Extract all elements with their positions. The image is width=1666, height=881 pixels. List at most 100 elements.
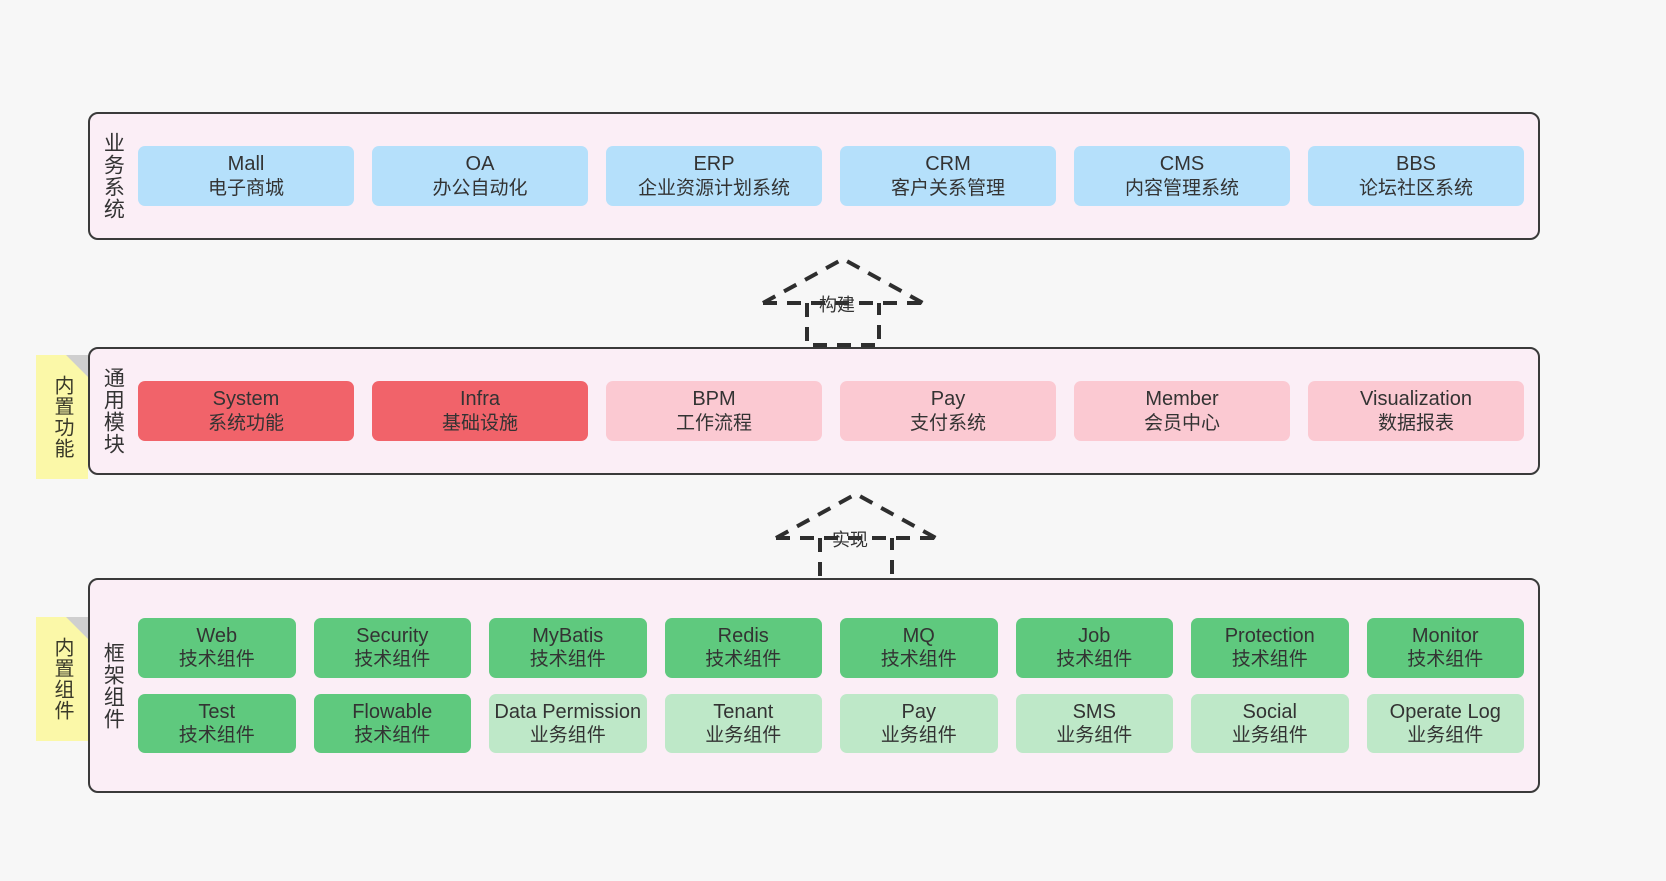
node-system[interactable]: System 系统功能: [138, 381, 354, 441]
node-title: SMS: [1072, 700, 1116, 723]
layer-title-general-modules: 通用模块: [101, 367, 125, 455]
node-subtitle: 业务组件: [1056, 724, 1133, 746]
node-title: Redis: [717, 624, 769, 647]
node-title: ERP: [693, 153, 735, 176]
node-mall[interactable]: Mall 电子商城: [138, 146, 354, 206]
node-subtitle: 技术组件: [178, 649, 255, 671]
node-subtitle: 电子商城: [207, 177, 284, 199]
node-operate-log[interactable]: Operate Log 业务组件: [1366, 693, 1524, 754]
node-test[interactable]: Test 技术组件: [138, 693, 296, 754]
note-fold-icon: [66, 617, 88, 639]
node-bbs[interactable]: BBS 论坛社区系统: [1308, 146, 1524, 206]
node-subtitle: 系统功能: [207, 412, 284, 434]
node-subtitle: 技术组件: [1231, 649, 1308, 671]
node-title: Tenant: [713, 700, 774, 723]
row: Web 技术组件 Security 技术组件 MyBatis 技术组件 Redi…: [138, 617, 1524, 678]
node-pay[interactable]: Pay 支付系统: [840, 381, 1056, 441]
node-title: Member: [1145, 388, 1219, 411]
layer-general-modules[interactable]: 通用模块 System 系统功能 Infra 基础设施 BPM 工作流程 Pay…: [88, 347, 1540, 475]
node-subtitle: 基础设施: [441, 412, 518, 434]
layer-body-business-system: Mall 电子商城 OA 办公自动化 ERP 企业资源计划系统 CRM 客户关系…: [134, 114, 1538, 238]
node-title: CRM: [925, 153, 971, 176]
node-subtitle: 业务组件: [1231, 724, 1308, 746]
node-title: Operate Log: [1389, 700, 1501, 723]
layer-business-system[interactable]: 业务系统 Mall 电子商城 OA 办公自动化 ERP 企业资源计划系统 CRM…: [88, 112, 1540, 240]
node-title: Data Permission: [494, 700, 642, 723]
node-subtitle: 业务组件: [705, 724, 782, 746]
node-title: System: [212, 388, 280, 411]
row: Mall 电子商城 OA 办公自动化 ERP 企业资源计划系统 CRM 客户关系…: [138, 146, 1524, 206]
node-title: Test: [198, 700, 236, 723]
node-title: MyBatis: [532, 624, 604, 647]
node-sms[interactable]: SMS 业务组件: [1015, 693, 1173, 754]
node-subtitle: 技术组件: [1407, 649, 1484, 671]
build-arrow-label: 构建: [819, 295, 855, 315]
node-protection[interactable]: Protection 技术组件: [1191, 617, 1349, 678]
node-title: Monitor: [1411, 624, 1479, 647]
node-mq[interactable]: MQ 技术组件: [840, 617, 998, 678]
node-oa[interactable]: OA 办公自动化: [372, 146, 588, 206]
node-title: Pay: [930, 388, 966, 411]
note-label: 内置组件: [51, 637, 73, 721]
layer-body-framework-components: Web 技术组件 Security 技术组件 MyBatis 技术组件 Redi…: [134, 580, 1538, 791]
node-subtitle: 技术组件: [880, 649, 957, 671]
node-cms[interactable]: CMS 内容管理系统: [1074, 146, 1290, 206]
node-title: Mall: [227, 153, 265, 176]
node-title: CMS: [1159, 153, 1205, 176]
node-subtitle: 技术组件: [705, 649, 782, 671]
node-bpm[interactable]: BPM 工作流程: [606, 381, 822, 441]
row: System 系统功能 Infra 基础设施 BPM 工作流程 Pay 支付系统…: [138, 381, 1524, 441]
node-monitor[interactable]: Monitor 技术组件: [1366, 617, 1524, 678]
build-arrow: 构建: [755, 253, 931, 347]
node-title: Job: [1078, 624, 1111, 647]
node-subtitle: 内容管理系统: [1124, 177, 1239, 199]
node-subtitle: 数据报表: [1377, 412, 1454, 434]
node-redis[interactable]: Redis 技术组件: [664, 617, 822, 678]
node-title: Social: [1242, 700, 1297, 723]
node-subtitle: 论坛社区系统: [1358, 177, 1473, 199]
node-subtitle: 技术组件: [1056, 649, 1133, 671]
note-builtin-functions: 内置功能: [36, 355, 88, 479]
node-subtitle: 会员中心: [1143, 412, 1220, 434]
note-fold-icon: [66, 355, 88, 377]
node-title: Web: [196, 624, 238, 647]
node-title: BBS: [1395, 153, 1437, 176]
layer-title-framework-components: 框架组件: [101, 641, 125, 730]
node-erp[interactable]: ERP 企业资源计划系统: [606, 146, 822, 206]
node-subtitle: 业务组件: [1407, 724, 1484, 746]
node-title: Flowable: [352, 700, 433, 723]
node-job[interactable]: Job 技术组件: [1015, 617, 1173, 678]
node-infra[interactable]: Infra 基础设施: [372, 381, 588, 441]
node-subtitle: 技术组件: [354, 724, 431, 746]
node-tenant[interactable]: Tenant 业务组件: [664, 693, 822, 754]
implement-arrow: 实现: [768, 488, 944, 582]
node-title: BPM: [692, 388, 736, 411]
row: Test 技术组件 Flowable 技术组件 Data Permission …: [138, 693, 1524, 754]
node-title: OA: [465, 153, 495, 176]
node-title: MQ: [902, 624, 935, 647]
layer-framework-components[interactable]: 框架组件 Web 技术组件 Security 技术组件 MyBatis 技术组件…: [88, 578, 1540, 793]
node-crm[interactable]: CRM 客户关系管理: [840, 146, 1056, 206]
node-pay-business[interactable]: Pay 业务组件: [840, 693, 998, 754]
node-subtitle: 客户关系管理: [890, 177, 1005, 199]
node-web[interactable]: Web 技术组件: [138, 617, 296, 678]
node-subtitle: 技术组件: [354, 649, 431, 671]
node-member[interactable]: Member 会员中心: [1074, 381, 1290, 441]
node-title: Protection: [1224, 624, 1315, 647]
node-subtitle: 技术组件: [178, 724, 255, 746]
node-visualization[interactable]: Visualization 数据报表: [1308, 381, 1524, 441]
layer-body-general-modules: System 系统功能 Infra 基础设施 BPM 工作流程 Pay 支付系统…: [134, 349, 1538, 473]
node-subtitle: 技术组件: [529, 649, 606, 671]
node-data-permission[interactable]: Data Permission 业务组件: [489, 693, 647, 754]
node-security[interactable]: Security 技术组件: [313, 617, 471, 678]
node-title: Visualization: [1360, 388, 1472, 411]
node-title: Infra: [459, 388, 501, 411]
node-subtitle: 办公自动化: [432, 177, 528, 199]
node-subtitle: 企业资源计划系统: [637, 177, 790, 199]
node-flowable[interactable]: Flowable 技术组件: [313, 693, 471, 754]
node-title: Security: [356, 624, 429, 647]
node-mybatis[interactable]: MyBatis 技术组件: [489, 617, 647, 678]
node-subtitle: 业务组件: [880, 724, 957, 746]
node-social[interactable]: Social 业务组件: [1191, 693, 1349, 754]
